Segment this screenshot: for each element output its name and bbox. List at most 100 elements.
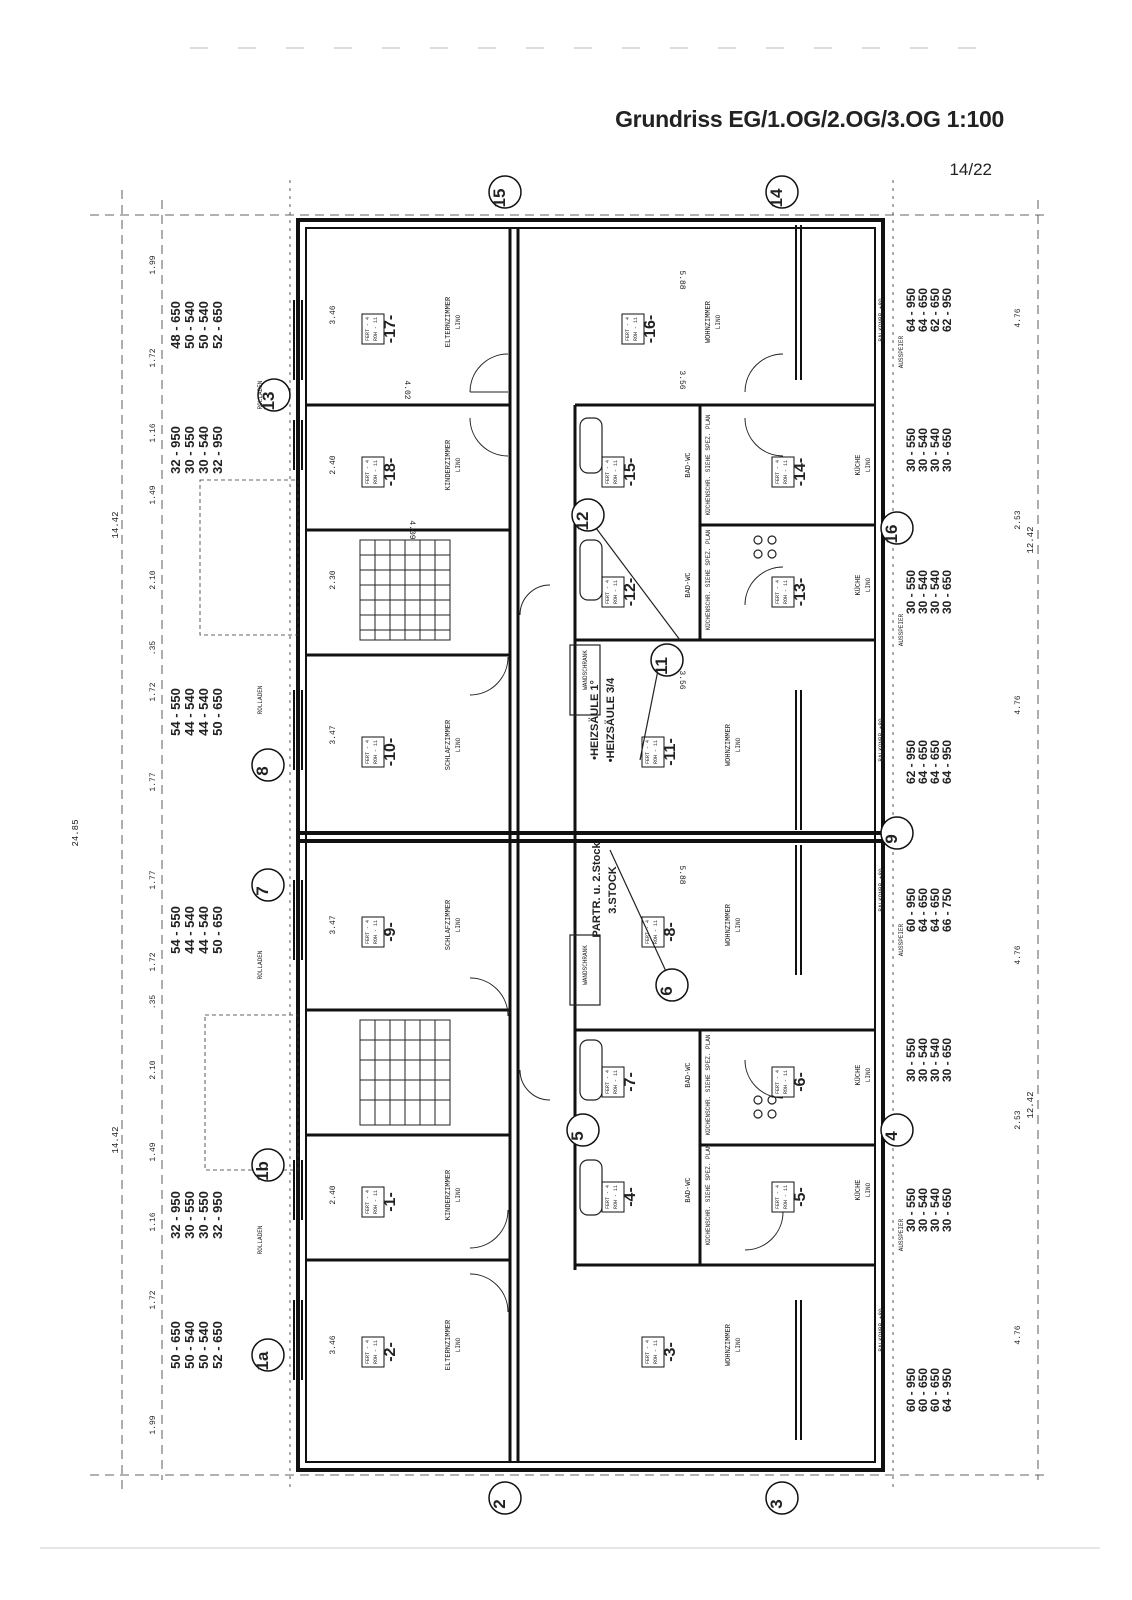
room-tag-line: FERT - 4 bbox=[775, 580, 781, 604]
window-code-right: 30 - 650 bbox=[940, 428, 954, 472]
room-floor: LINO bbox=[735, 737, 742, 752]
heizsaeule-label: •HEIZSÄULE 1° bbox=[588, 680, 601, 760]
room-tag-line: ROH - 11 bbox=[373, 740, 379, 764]
window-code-left: 44 - 540 bbox=[196, 906, 211, 954]
room-tag-line: FERT - 4 bbox=[605, 1070, 611, 1094]
room-number: -15- bbox=[622, 458, 639, 486]
dim-left-chain: 1.49 bbox=[149, 485, 158, 504]
room-name: BAD-WC bbox=[685, 1177, 693, 1202]
stair-top bbox=[359, 539, 451, 641]
window-code-right: 64 - 950 bbox=[940, 1368, 954, 1412]
dim-room-depth: 3.47 bbox=[329, 915, 338, 934]
axis-left-1a-circle bbox=[251, 1338, 285, 1372]
dim-right-segment: 12.42 bbox=[1026, 1091, 1036, 1118]
cross-walls bbox=[306, 403, 875, 1267]
axis-right-4: 4 bbox=[882, 1131, 901, 1141]
room-tag-line: FERT - 4 bbox=[365, 1190, 371, 1214]
window-code-right: 30 - 540 bbox=[928, 1038, 942, 1082]
room-name: KINDERZIMMER bbox=[445, 1169, 453, 1220]
window-code-left: 52 - 650 bbox=[210, 1321, 225, 1369]
axis-inner-11-circle bbox=[650, 643, 684, 677]
axis-right-16-circle bbox=[880, 511, 914, 545]
axis-left-7-circle bbox=[251, 868, 285, 902]
window-code-left: 50 - 540 bbox=[182, 301, 197, 349]
room-number: -14- bbox=[792, 458, 809, 486]
axis-top-14: 14 bbox=[767, 188, 786, 207]
dim-left-chain: 1.72 bbox=[149, 1290, 158, 1309]
room-tag-line: ROH - 11 bbox=[373, 460, 379, 484]
room-tag-line: FERT - 4 bbox=[625, 317, 631, 341]
room-name: WOHNZIMMER bbox=[725, 903, 733, 946]
window-code-right: 64 - 650 bbox=[916, 888, 930, 932]
axis-bottom-2: 2 bbox=[490, 1499, 509, 1508]
room-tag-box bbox=[771, 456, 795, 488]
axis-right-9: 9 bbox=[882, 834, 901, 843]
dim-left-chain: 1.16 bbox=[149, 423, 158, 442]
room-name: WOHNZIMMER bbox=[705, 300, 713, 343]
window-code-right: 30 - 540 bbox=[916, 428, 930, 472]
room-tag-box bbox=[771, 576, 795, 608]
room-tag-box bbox=[641, 736, 665, 768]
dim-left-chain: 1.72 bbox=[149, 952, 158, 971]
window-code-right: 64 - 650 bbox=[928, 888, 942, 932]
room-tag-box bbox=[601, 1066, 625, 1098]
page-title: Grundriss EG/1.OG/2.OG/3.OG 1:100 bbox=[615, 106, 1004, 132]
room-tag-box bbox=[641, 1336, 665, 1368]
room-floor: LINO bbox=[865, 457, 872, 472]
room-tag-line: FERT - 4 bbox=[645, 1340, 651, 1364]
room-name: KÜCHE bbox=[854, 454, 863, 475]
dim-room-length: 3.56 bbox=[677, 670, 686, 689]
window-code-right: 30 - 540 bbox=[928, 570, 942, 614]
window-code-right: 30 - 540 bbox=[916, 1038, 930, 1082]
room-name: BAD-WC bbox=[685, 572, 693, 597]
room-name: ELTERNZIMMER bbox=[445, 1319, 453, 1370]
room-number: -12- bbox=[622, 578, 639, 606]
room-number: -17- bbox=[382, 315, 399, 343]
dim-left-chain: 1.72 bbox=[149, 682, 158, 701]
room-number: -13- bbox=[792, 578, 809, 606]
room-number: -6- bbox=[792, 1072, 809, 1092]
window-code-right: 64 - 650 bbox=[916, 740, 930, 784]
room-tag-line: FERT - 4 bbox=[775, 1185, 781, 1209]
axis-left-13-circle bbox=[257, 378, 291, 412]
room-tag-box bbox=[361, 736, 385, 768]
dim-room-depth: 2.30 bbox=[329, 570, 338, 589]
room-number: -4- bbox=[622, 1187, 639, 1207]
window-code-right: 66 - 750 bbox=[940, 888, 954, 932]
room-tag-line: ROH - 11 bbox=[373, 920, 379, 944]
dim-left-chain: 1.99 bbox=[149, 1415, 158, 1434]
ausspeier-label: AUSSPEIER bbox=[898, 1218, 905, 1251]
dim-left-chain: 1.72 bbox=[149, 348, 158, 367]
window-code-right: 60 - 650 bbox=[928, 1368, 942, 1412]
stair-projection bbox=[199, 479, 299, 1171]
dim-left-segment: 14.42 bbox=[111, 1126, 121, 1153]
room-tag-line: FERT - 4 bbox=[365, 740, 371, 764]
dim-right-chain: 4.76 bbox=[1014, 1325, 1023, 1344]
dim-left-chain: .35 bbox=[149, 641, 158, 656]
axis-inner-6: 6 bbox=[657, 986, 676, 995]
stair-bottom bbox=[359, 1019, 451, 1126]
room-floor: LINO bbox=[865, 1182, 872, 1197]
window-code-right: 30 - 650 bbox=[940, 1188, 954, 1232]
room-tag-line: FERT - 4 bbox=[365, 460, 371, 484]
window-code-right: 30 - 650 bbox=[940, 1038, 954, 1082]
axis-left-7: 7 bbox=[253, 886, 272, 895]
dim-room-length: 4.09 bbox=[407, 520, 416, 539]
outer-walls-inner bbox=[305, 227, 876, 1463]
room-floor: LINO bbox=[865, 577, 872, 592]
part-note-label: PARTR. u. 2.Stock bbox=[591, 842, 603, 938]
dim-right-chain: 4.76 bbox=[1014, 945, 1023, 964]
room-tag-line: FERT - 4 bbox=[605, 580, 611, 604]
window-code-right: 60 - 950 bbox=[904, 888, 918, 932]
balcony-rails bbox=[795, 225, 802, 1440]
room-name: WOHNZIMMER bbox=[725, 723, 733, 766]
dim-right-chain: 4.76 bbox=[1014, 308, 1023, 327]
window-code-left: 50 - 650 bbox=[210, 906, 225, 954]
axis-top-14-circle bbox=[765, 175, 799, 209]
dim-room-depth: 2.40 bbox=[329, 455, 338, 474]
window-code-right: 30 - 540 bbox=[928, 428, 942, 472]
axis-left-1a: 1a bbox=[253, 1351, 272, 1370]
window-code-left: 54 - 550 bbox=[168, 906, 183, 954]
room-tag-line: FERT - 4 bbox=[775, 460, 781, 484]
